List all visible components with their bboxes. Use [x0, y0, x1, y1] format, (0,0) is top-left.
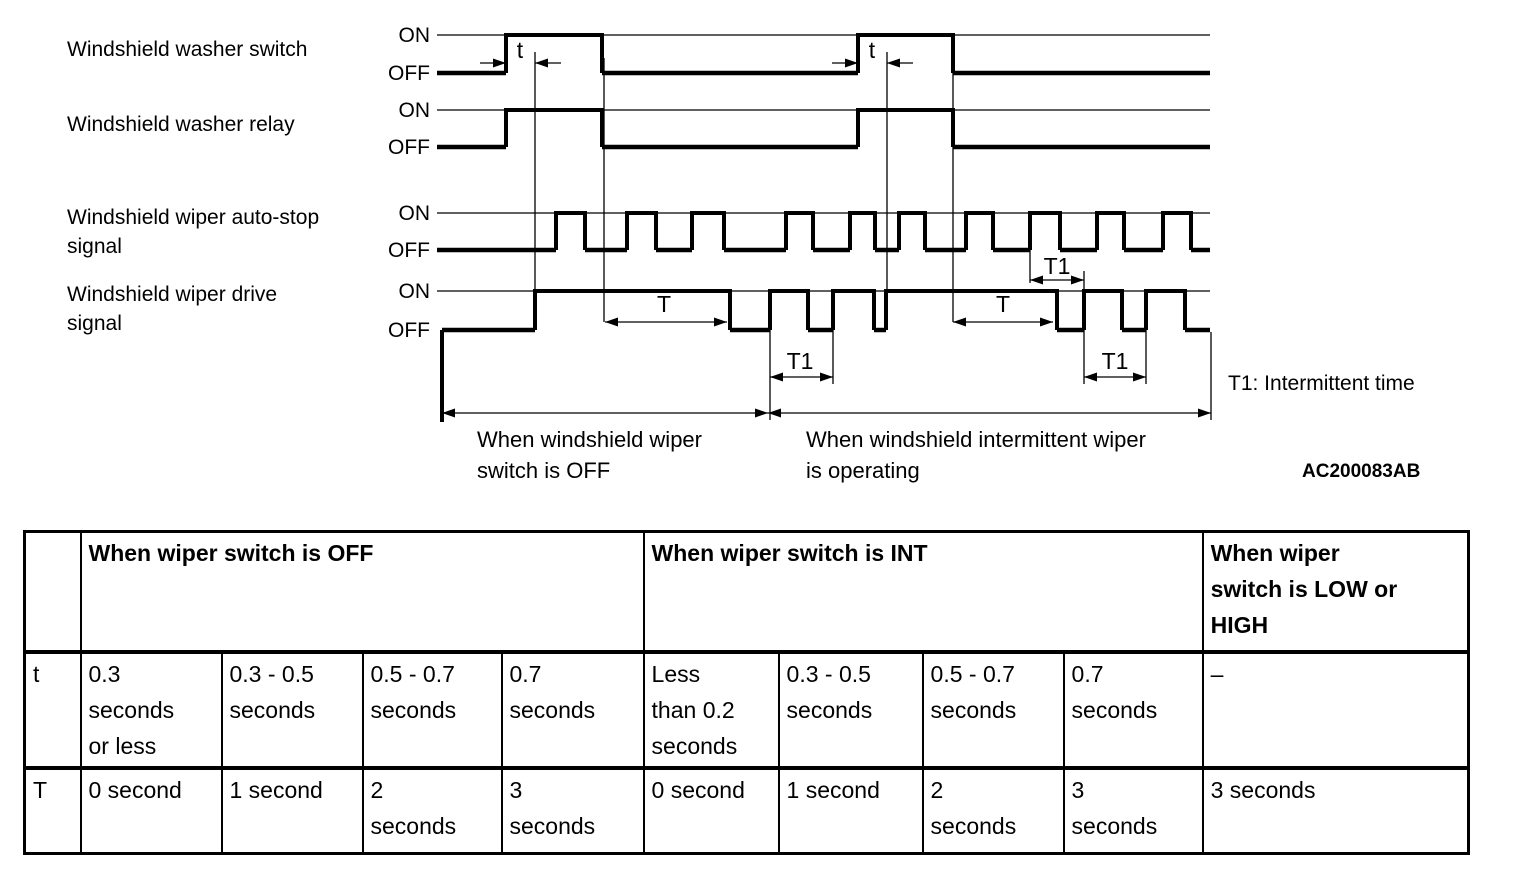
dimension-T1: T1	[1084, 348, 1146, 382]
table-row-t: t 0.3 seconds or less 0.3 - 0.5 seconds …	[23, 649, 1470, 769]
table-corner-cell	[23, 530, 82, 653]
table-cell: 0.3 - 0.5 seconds	[220, 649, 364, 769]
timing-diagram-svg: Windshield washer switchONOFFWindshield …	[67, 24, 1420, 483]
dimension-T1: T1	[1030, 253, 1084, 285]
table-cell: 1 second	[220, 765, 364, 855]
signal-waveform	[504, 108, 955, 147]
table-cell: 3 seconds	[1062, 765, 1204, 855]
dimension-label: T1	[787, 348, 814, 374]
table-cell: 1 second	[777, 765, 924, 855]
intermittent-time-note: T1: Intermittent time	[1228, 372, 1415, 395]
on-label: ON	[399, 202, 431, 225]
table-cell: 2 seconds	[361, 765, 503, 855]
dimension-t: t	[832, 37, 913, 68]
on-label: ON	[399, 99, 431, 122]
dimension-t: t	[480, 37, 561, 68]
off-label: OFF	[388, 136, 430, 159]
table-cell: 0 second	[79, 765, 223, 855]
dimension-label: T1	[1102, 348, 1129, 374]
dimension-T1: T1	[770, 348, 833, 382]
table-cell: 2 seconds	[921, 765, 1065, 855]
table-row-T: T 0 second 1 second 2 seconds 3 seconds …	[23, 765, 1470, 855]
off-label: OFF	[388, 319, 430, 342]
dimension-label: t	[869, 37, 876, 63]
table-cell: 0.5 - 0.7 seconds	[361, 649, 503, 769]
off-label: OFF	[388, 239, 430, 262]
table-cell: Less than 0.2 seconds	[642, 649, 780, 769]
dimension-T: T	[605, 291, 727, 327]
table-cell: 0.3 seconds or less	[79, 649, 223, 769]
table-header-cell-off: When wiper switch is OFF	[79, 530, 645, 653]
on-label: ON	[399, 24, 431, 47]
table-header-cell-int: When wiper switch is INT	[642, 530, 1204, 653]
table-cell: 0 second	[642, 765, 780, 855]
figure-code: AC200083AB	[1302, 461, 1420, 482]
signal-row: Windshield washer relay ON OFF	[67, 99, 1210, 159]
table-cell: 0.5 - 0.7 seconds	[921, 649, 1065, 769]
dimension-label: t	[517, 37, 524, 63]
signal-waveform	[554, 211, 1193, 250]
table-cell: 0.3 - 0.5 seconds	[777, 649, 924, 769]
dimension-label: T	[996, 291, 1010, 317]
row-label-T: T	[23, 765, 82, 855]
off-label: OFF	[388, 62, 430, 85]
dimension-label: T	[657, 291, 671, 317]
signal-waveform	[533, 289, 1187, 330]
dimension-label: T1	[1044, 253, 1071, 279]
table-cell: 0.7 seconds	[500, 649, 645, 769]
signal-row: Windshield washer switch ON OFF	[67, 24, 1210, 85]
signal-waveform	[504, 33, 955, 73]
timing-table: When wiper switch is OFF When wiper swit…	[23, 530, 1471, 855]
table-cell: 3 seconds	[500, 765, 645, 855]
table-header-row: When wiper switch is OFF When wiper swit…	[23, 530, 1470, 653]
on-label: ON	[399, 280, 431, 303]
signal-label: Windshield washer relay	[67, 113, 295, 136]
dimension-T: T	[953, 291, 1053, 327]
signal-label: Windshield washer switch	[67, 38, 307, 61]
table-cell: –	[1201, 649, 1470, 769]
row-label-t: t	[23, 649, 82, 769]
table-header-cell-lowhigh: When wiper switch is LOW or HIGH	[1201, 530, 1470, 653]
table-cell: 0.7 seconds	[1062, 649, 1204, 769]
table-cell: 3 seconds	[1201, 765, 1470, 855]
